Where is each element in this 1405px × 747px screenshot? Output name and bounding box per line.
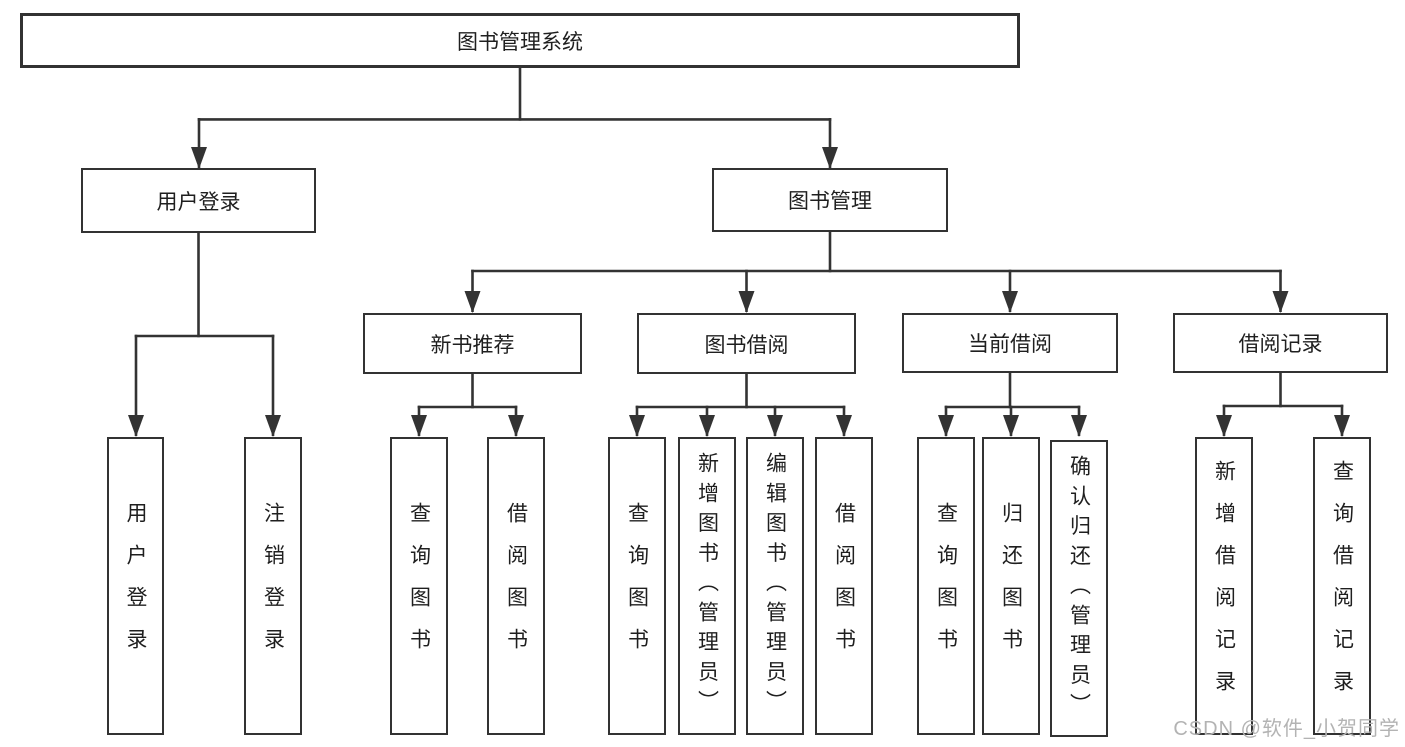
- node-current-borrowing-label: 当前借阅: [968, 333, 1052, 356]
- leaf-confirm-return-admin: 确认归还（管理员）: [1050, 440, 1108, 737]
- leaf-confirm-return-admin-label: 确认归还（管理员）: [1067, 454, 1091, 723]
- leaf-edit-book-admin-label: 编辑图书（管理员）: [763, 452, 787, 720]
- leaf-query-borrow-record: 查询借阅记录: [1313, 437, 1371, 735]
- csdn-watermark: CSDN @软件_小贺同学: [1173, 718, 1400, 740]
- leaf-add-book-admin: 新增图书（管理员）: [678, 437, 736, 735]
- leaf-query-books-current: 查询图书: [917, 437, 975, 735]
- node-book-management-branch: 图书管理: [712, 168, 948, 232]
- leaf-user-login: 用户登录: [107, 437, 164, 735]
- leaf-return-book-label: 归还图书: [999, 502, 1023, 670]
- node-root-label: 图书管理系统: [457, 30, 583, 54]
- leaf-add-borrow-record-label: 新增借阅记录: [1212, 460, 1236, 712]
- node-borrow-records: 借阅记录: [1173, 313, 1388, 373]
- leaf-borrow-books-borrowing: 借阅图书: [815, 437, 873, 735]
- leaf-return-book: 归还图书: [982, 437, 1040, 735]
- node-book-management-label: 图书管理: [788, 190, 872, 213]
- node-new-book-recommend: 新书推荐: [363, 313, 582, 374]
- leaf-borrow-books-recommend: 借阅图书: [487, 437, 545, 735]
- node-book-borrowing-label: 图书借阅: [704, 333, 789, 357]
- leaf-user-login-label: 用户登录: [124, 502, 147, 670]
- node-new-book-recommend-label: 新书推荐: [430, 333, 515, 357]
- leaf-logout-login-label: 注销登录: [261, 502, 285, 670]
- leaf-query-books-borrowing: 查询图书: [608, 437, 666, 735]
- leaf-query-books-current-label: 查询图书: [934, 502, 958, 670]
- leaf-borrow-books-recommend-label: 借阅图书: [504, 502, 528, 670]
- leaf-query-books-recommend: 查询图书: [390, 437, 448, 735]
- leaf-query-books-borrowing-label: 查询图书: [625, 502, 649, 670]
- leaf-add-book-admin-label: 新增图书（管理员）: [695, 452, 719, 720]
- leaf-query-borrow-record-label: 查询借阅记录: [1330, 460, 1354, 712]
- leaf-add-borrow-record: 新增借阅记录: [1195, 437, 1253, 735]
- leaf-query-books-recommend-label: 查询图书: [407, 502, 431, 670]
- node-borrow-records-label: 借阅记录: [1238, 333, 1323, 356]
- leaf-borrow-books-borrowing-label: 借阅图书: [832, 502, 856, 670]
- node-book-borrowing: 图书借阅: [637, 313, 856, 374]
- leaf-logout-login: 注销登录: [244, 437, 302, 735]
- node-user-login-label: 用户登录: [156, 190, 241, 214]
- node-user-login-branch: 用户登录: [81, 168, 316, 233]
- leaf-edit-book-admin: 编辑图书（管理员）: [746, 437, 804, 735]
- node-current-borrowing: 当前借阅: [902, 313, 1118, 373]
- node-root-system: 图书管理系统: [20, 13, 1020, 68]
